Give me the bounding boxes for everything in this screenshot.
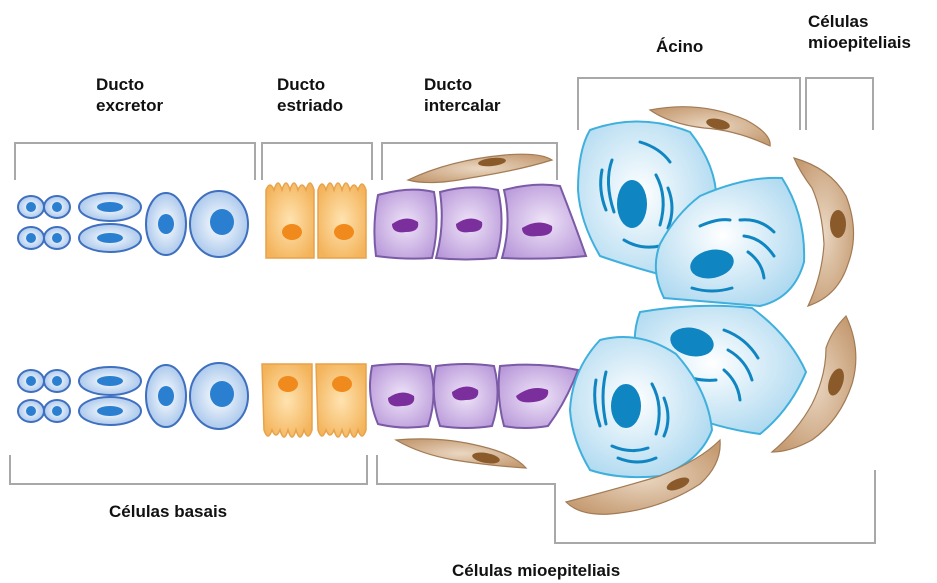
estriado-cell (318, 183, 366, 258)
label-acino: Ácino (656, 37, 703, 56)
bracket-celulas-basais (10, 455, 367, 484)
estriado-cell (316, 364, 366, 437)
label-celulas-mioepiteliais-bottom: Células mioepiteliais (452, 561, 620, 580)
label-ducto-intercalar: Ducto intercalar (424, 75, 501, 115)
intercalar-cell (502, 185, 586, 259)
myoepithelial-cell-top-intercalar (408, 154, 552, 182)
bracket-mioepiteliais-top (806, 78, 873, 130)
label-ducto-excretor: Ducto excretor (96, 75, 163, 115)
estriado-cell (262, 364, 312, 437)
label-celulas-basais: Células basais (109, 502, 227, 521)
label-ducto-estriado: Ducto estriado (277, 75, 343, 115)
bracket-ducto-estriado (262, 143, 372, 180)
estriado-cells-bottom (262, 364, 366, 437)
label-celulas-mioepiteliais-top: Células mioepiteliais (808, 12, 911, 52)
estriado-cells-top (266, 183, 366, 258)
estriado-cell (266, 183, 314, 258)
myoepithelial-cell-bottom-intercalar (396, 439, 526, 468)
bracket-ducto-excretor (15, 143, 255, 180)
